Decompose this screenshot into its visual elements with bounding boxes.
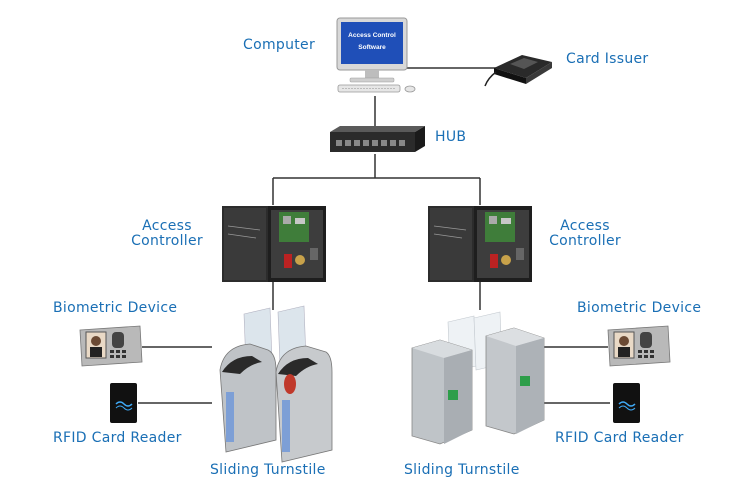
rfid-card-reader-left-icon bbox=[110, 383, 137, 423]
rfid-card-reader-left-label: RFID Card Reader bbox=[53, 430, 182, 446]
access-controller-right-label-line1: Access bbox=[560, 218, 610, 234]
hub-label: HUB bbox=[435, 129, 467, 145]
access-controller-right-label-line2: Controller bbox=[549, 233, 621, 249]
rfid-card-reader-right-icon bbox=[613, 383, 640, 423]
biometric-device-right-label: Biometric Device bbox=[577, 300, 702, 316]
computer-label: Computer bbox=[243, 37, 315, 53]
sliding-turnstile-left-label: Sliding Turnstile bbox=[210, 462, 326, 478]
card-issuer-icon bbox=[484, 55, 552, 87]
biometric-device-left-label: Biometric Device bbox=[53, 300, 178, 316]
sliding-turnstile-right-label: Sliding Turnstile bbox=[404, 462, 520, 478]
biometric-device-right-icon bbox=[607, 325, 671, 367]
biometric-device-left-icon bbox=[79, 325, 143, 367]
computer-screen-line2: Software bbox=[358, 44, 386, 51]
rfid-card-reader-right-label: RFID Card Reader bbox=[555, 430, 684, 446]
sliding-turnstile-right-icon bbox=[411, 311, 545, 445]
access-controller-left-label-line2: Controller bbox=[131, 233, 203, 249]
card-issuer-label: Card Issuer bbox=[566, 51, 649, 67]
sliding-turnstile-left-icon bbox=[219, 305, 333, 463]
computer-screen-line1: Access Control bbox=[348, 32, 396, 39]
access-controller-right-icon bbox=[428, 206, 532, 282]
connection-lines bbox=[138, 67, 610, 404]
access-controller-left-icon bbox=[222, 206, 326, 282]
hub-icon bbox=[330, 126, 425, 152]
access-controller-left-label-line1: Access bbox=[142, 218, 192, 234]
computer-icon: Access Control Software bbox=[336, 17, 416, 93]
